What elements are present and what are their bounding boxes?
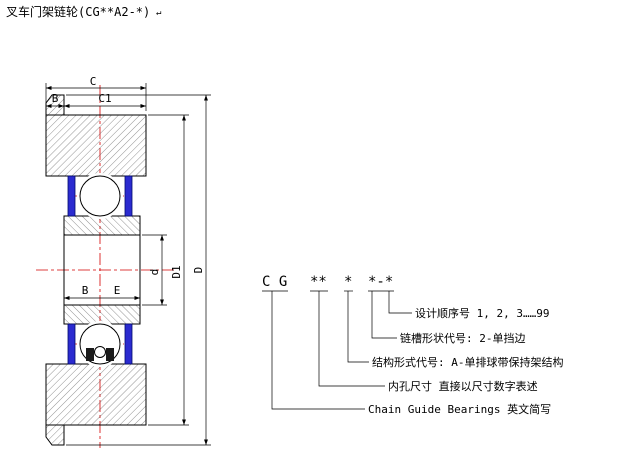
dim-label-C1: C1 (98, 92, 111, 105)
dim-label-B-flange: B (52, 92, 59, 105)
leader-bore-size (318, 291, 385, 387)
cage-section-left (86, 348, 94, 361)
cage-rivet (94, 346, 106, 358)
code-part-groove-seq: *-* (368, 274, 393, 290)
seal-bottom-right (124, 323, 133, 365)
top-ball (79, 175, 121, 217)
seal-top-left (67, 175, 76, 217)
dim-label-C: C (90, 75, 97, 88)
bore-outline (63, 234, 141, 306)
dimensions: C B C1 B E d D1 D (45, 75, 211, 446)
code-label-structure-form: 结构形式代号: A-单排球带保持架结构 (372, 355, 564, 369)
seal-top-right (124, 175, 133, 217)
designation-code-legend: C G ** * *-* 设计顺序号 1, 2, 3……99 链槽形状代号: 2… (262, 274, 564, 416)
code-label-design-sequence: 设计顺序号 1, 2, 3……99 (415, 306, 549, 320)
code-label-english-abbr: Chain Guide Bearings 英文简写 (368, 402, 551, 416)
text-cursor-mark: ↵ (156, 8, 161, 18)
leader-structure-form (347, 291, 369, 363)
outer-ring-top-section (45, 114, 147, 177)
code-part-structure: * (344, 274, 352, 290)
leader-english-abbr (271, 291, 365, 410)
code-label-bore-size: 内孔尺寸 直接以尺寸数字表述 (388, 379, 538, 393)
seal-bottom-left (67, 323, 76, 365)
code-part-cg: C G (262, 274, 287, 290)
dim-label-B-bore: B (82, 284, 89, 297)
dim-label-E: E (114, 284, 121, 297)
dim-label-D: D (192, 267, 205, 274)
code-label-groove-shape: 链槽形状代号: 2-单挡边 (400, 331, 526, 345)
dim-label-d: d (148, 269, 161, 276)
bearing-section-drawing: C B C1 B E d D1 D (36, 75, 211, 448)
code-part-bore: ** (310, 274, 327, 290)
leader-groove-shape (371, 291, 397, 339)
dim-label-D1: D1 (170, 265, 183, 278)
outer-ring-bottom-section (45, 363, 147, 426)
leader-design-sequence (388, 291, 412, 314)
page-title: 叉车门架链轮(CG**A2-*) (6, 4, 150, 19)
cage-section-right (106, 348, 114, 361)
flange-bottom-section (45, 424, 65, 446)
